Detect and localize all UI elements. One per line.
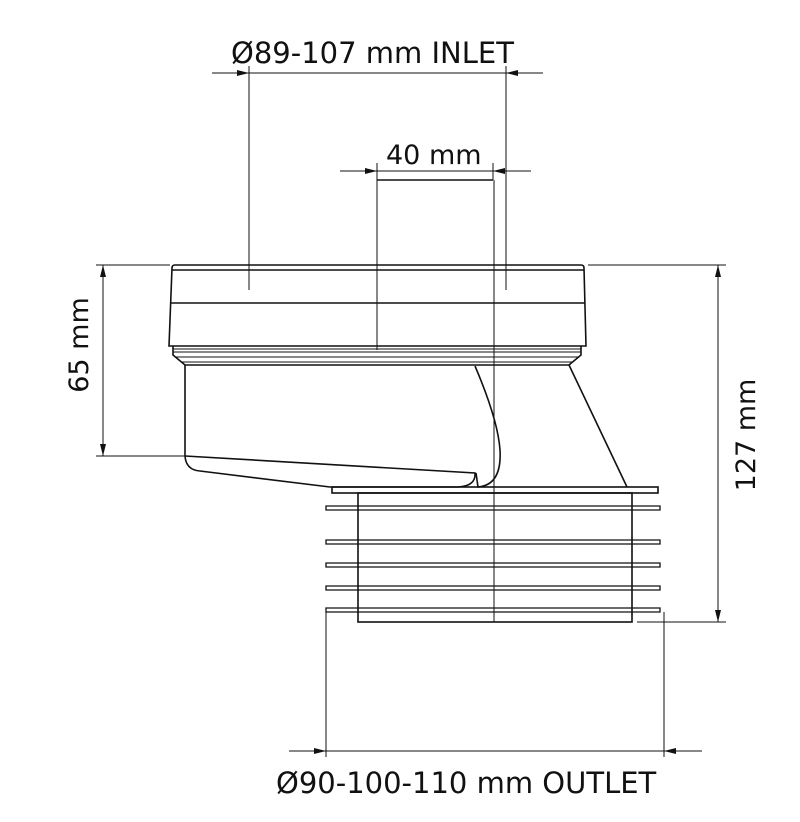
socket-height-dimension	[96, 264, 185, 457]
total-height-label: 127 mm	[731, 379, 762, 492]
total-height-dimension	[588, 264, 726, 623]
offset-dimension-label: 40 mm	[386, 140, 482, 171]
inlet-dimension	[212, 66, 543, 290]
outlet-ribbed-section	[325, 486, 661, 623]
outlet-dimension-label: Ø90-100-110 mm OUTLET	[276, 766, 657, 800]
reference-lines	[376, 179, 495, 622]
offset-dimension	[340, 163, 531, 180]
offset-body	[184, 364, 628, 488]
socket-height-label: 65 mm	[64, 297, 95, 393]
outlet-dimension	[289, 612, 702, 757]
inlet-dimension-label: Ø89-107 mm INLET	[231, 36, 514, 70]
